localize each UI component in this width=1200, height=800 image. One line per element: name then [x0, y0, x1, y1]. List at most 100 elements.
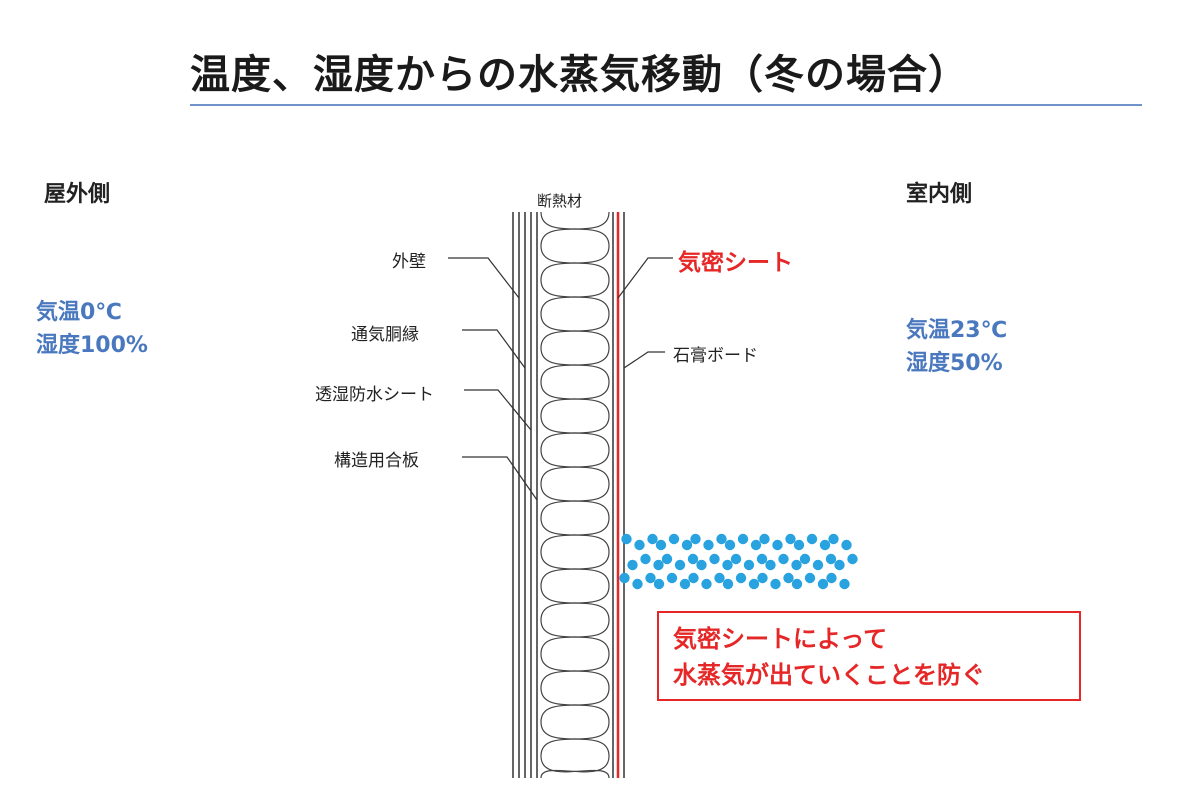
breathable-sheet-label: 透湿防水シート — [315, 385, 434, 405]
vapor-dot — [772, 539, 783, 551]
vapor-dot — [619, 572, 630, 584]
exterior-wall-layers — [512, 212, 538, 778]
vapor-dot — [785, 533, 796, 545]
leader-lines — [448, 257, 673, 501]
vapor-dot — [701, 578, 712, 590]
leader-exterior-wall — [448, 257, 520, 299]
vapor-dot — [674, 559, 686, 571]
vapor-dot — [714, 572, 725, 584]
vapor-dot — [783, 572, 794, 584]
vapor-dot — [759, 533, 770, 545]
ventilation-furring-label: 通気胴縁 — [351, 325, 419, 345]
vapor-dot — [735, 572, 747, 584]
vapor-dot — [703, 539, 714, 551]
vapor-dot — [687, 553, 699, 565]
leader-structural-plywood — [462, 456, 538, 501]
airtight-sheet-label: 気密シート — [678, 250, 793, 276]
insulation-curve — [540, 517, 610, 553]
vapor-dot — [653, 559, 664, 571]
vapor-dot — [847, 553, 858, 565]
page-title: 温度、湿度からの水蒸気移動（冬の場合） — [190, 52, 969, 98]
vapor-dot — [770, 578, 781, 590]
vapor-dot — [817, 578, 829, 590]
structural-plywood-label: 構造用合板 — [334, 451, 419, 471]
vapor-dot — [839, 578, 850, 590]
vapor-dot — [756, 553, 768, 565]
vapor-dot — [668, 533, 680, 545]
note-line-1: 気密シートによって — [673, 625, 888, 653]
indoor-conditions: 気温23℃ 湿度50% — [906, 314, 1007, 380]
indoor-heading: 室内側 — [906, 182, 973, 207]
insulation-curve — [540, 245, 610, 281]
vapor-dot — [730, 553, 742, 565]
vapor-dot — [799, 553, 811, 565]
vapor-dot — [722, 578, 734, 590]
insulation-pattern — [540, 211, 610, 779]
vapor-dot — [666, 572, 678, 584]
vapor-dot — [681, 539, 693, 551]
vapor-dot — [640, 553, 651, 565]
vapor-dot — [724, 539, 736, 551]
vapor-dot — [653, 578, 665, 590]
vapor-dot — [632, 578, 643, 590]
vapor-dot — [743, 559, 755, 571]
insulation-curve — [540, 381, 610, 417]
airtight-sheet-note: 気密シートによって 水蒸気が出ていくことを防ぐ — [657, 611, 1081, 701]
outdoor-temperature: 気温0℃ — [36, 300, 122, 325]
vapor-dot — [647, 533, 658, 545]
insulation-curve — [540, 483, 610, 519]
vapor-dot — [793, 539, 805, 551]
vapor-dot — [709, 553, 720, 565]
vapor-dot — [679, 578, 691, 590]
vapor-dot — [834, 559, 845, 571]
vapor-dot — [627, 559, 638, 571]
insulation-curve — [540, 687, 610, 723]
vapor-dot — [804, 572, 816, 584]
vapor-dot — [688, 572, 699, 584]
insulation-curve — [540, 619, 610, 655]
insulation-curve — [540, 279, 610, 315]
vapor-dot — [765, 559, 776, 571]
vapor-dot — [828, 533, 839, 545]
insulation-curve — [540, 449, 610, 485]
indoor-humidity: 湿度50% — [906, 351, 1003, 376]
vapor-dot — [819, 539, 831, 551]
vapor-dot — [634, 539, 645, 551]
leader-gypsum-board — [623, 351, 665, 369]
vapor-dot — [621, 533, 632, 545]
insulation-curve — [540, 755, 610, 779]
vapor-dot — [778, 553, 789, 565]
insulation-curve — [540, 211, 610, 247]
vapor-dot — [757, 572, 768, 584]
note-line-2: 水蒸気が出ていくことを防ぐ — [673, 661, 985, 689]
vapor-dot — [690, 533, 701, 545]
vapor-dot — [661, 553, 673, 565]
outdoor-conditions: 気温0℃ 湿度100% — [36, 296, 148, 362]
vapor-dot — [696, 559, 707, 571]
vapor-dot — [655, 539, 667, 551]
insulation-label: 断熱材 — [537, 192, 583, 210]
insulation-curve — [540, 551, 610, 587]
leader-breathable-sheet — [464, 389, 532, 431]
vapor-dot — [716, 533, 727, 545]
vapor-dot — [750, 539, 762, 551]
vapor-dot — [737, 533, 749, 545]
vapor-dot — [841, 539, 852, 551]
outdoor-heading: 屋外側 — [44, 182, 111, 207]
insulation-curve — [540, 415, 610, 451]
gypsum-board-label: 石膏ボード — [673, 346, 758, 366]
insulation-curve — [540, 755, 610, 779]
vapor-dot — [645, 572, 656, 584]
water-vapor-particles — [619, 533, 858, 590]
insulation-curve — [540, 313, 610, 349]
vapor-dot — [826, 572, 837, 584]
leader-ventilation-furring — [462, 329, 526, 369]
vapor-dot — [722, 559, 733, 571]
vapor-dot — [806, 533, 818, 545]
insulation-curve — [540, 721, 610, 757]
outdoor-humidity: 湿度100% — [36, 333, 148, 358]
leader-airtight-sheet — [617, 257, 673, 299]
vapor-dot — [825, 553, 837, 565]
insulation-curve — [540, 347, 610, 383]
